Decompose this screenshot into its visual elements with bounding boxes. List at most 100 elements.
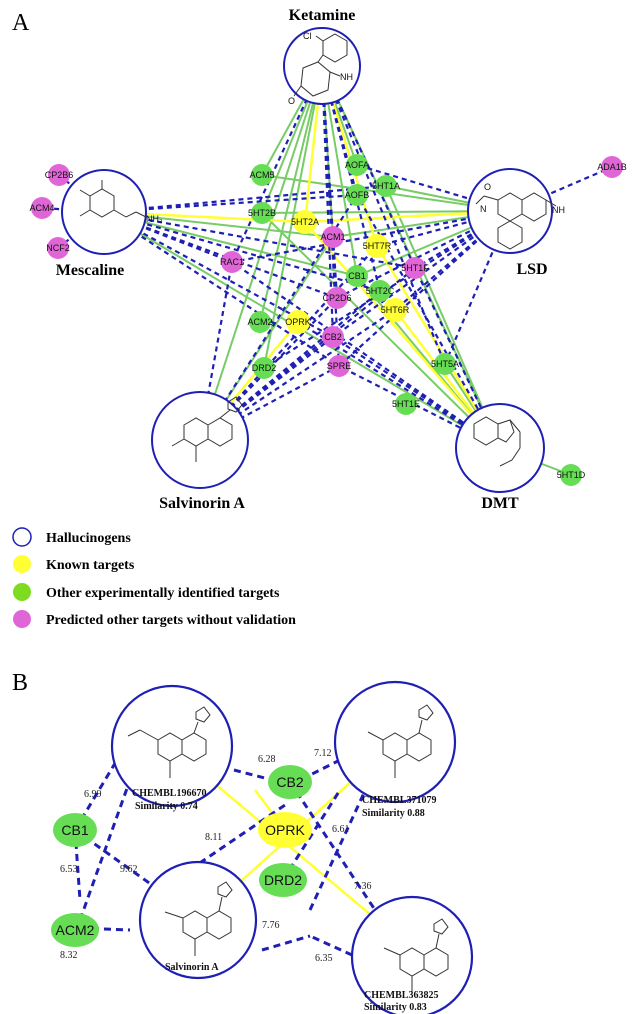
- 5ht1f-label: 5HT1F: [401, 263, 429, 273]
- cb2-label: CB2: [324, 332, 342, 342]
- 5ht1a-label: 5HT1A: [372, 181, 400, 191]
- target-labels-a: ACM5 AOFA 5HT1A AOFB 5HT2B 5HT2A ACM1 5H…: [29, 160, 626, 480]
- oprk-b-node: [258, 812, 312, 848]
- 5ht6r-label: 5HT6R: [381, 305, 410, 315]
- aofb-node: [346, 184, 368, 206]
- edge-value-8-32: 8.32: [60, 950, 78, 961]
- salvinorin-a-node: [151, 391, 249, 489]
- drd2-b-node: [259, 863, 307, 897]
- edge-value-6-35: 6.35: [315, 953, 333, 964]
- mescaline-node: [61, 169, 147, 255]
- salvinorin-a-b-name: Salvinorin A: [165, 962, 219, 973]
- acm5-label: ACM5: [249, 170, 274, 180]
- cb1-b-label: CB1: [61, 822, 88, 838]
- salvinorin-a-b-node: [138, 860, 258, 980]
- legend-predicted-text: Predicted other targets without validati…: [46, 613, 296, 628]
- oprk-label: OPRK: [285, 317, 311, 327]
- aofb-label: AOFB: [345, 190, 370, 200]
- compound-labels-b: CHEMBL196670 Similarity 0.74 CHEMBL37107…: [132, 788, 438, 1013]
- legend-known-text: Known targets: [46, 558, 135, 573]
- legend: Hallucinogens Known targets Other experi…: [12, 527, 296, 628]
- ketamine-o-text: O: [288, 96, 295, 106]
- 5ht2b-label: 5HT2B: [248, 208, 276, 218]
- lsd-nh-text: NH: [552, 205, 565, 215]
- chembl371079-node: [333, 680, 457, 804]
- edge-value-6-53: 6.53: [60, 864, 78, 875]
- acm2-label: ACM2: [247, 317, 272, 327]
- lsd-o-text: O: [484, 182, 491, 192]
- legend-hallucinogens-text: Hallucinogens: [46, 531, 131, 546]
- oprk-b-label: OPRK: [265, 822, 305, 838]
- panel-b-label: B: [12, 670, 28, 696]
- drd2-b-label: DRD2: [264, 872, 302, 888]
- spre-node: [328, 355, 350, 377]
- 5ht1a-node: [375, 175, 397, 197]
- 5ht5a-node: [434, 353, 456, 375]
- 5ht7r-label: 5HT7R: [363, 241, 392, 251]
- edge-value-7-12: 7.12: [314, 748, 332, 759]
- mescaline-structure: [79, 180, 147, 218]
- dmt-node: [455, 403, 545, 493]
- legend-hallucinogens-swatch: [12, 527, 32, 547]
- 5ht1f-node: [404, 257, 426, 279]
- dmt-structure: [473, 416, 521, 467]
- ketamine-node: [283, 27, 361, 105]
- 5ht2c-label: 5HT2C: [366, 286, 395, 296]
- mescaline-label: Mescaline: [56, 262, 124, 279]
- acm2-b-label: ACM2: [56, 922, 95, 938]
- 5ht1e-label: 5HT1E: [392, 399, 420, 409]
- edge-value-8-11: 8.11: [205, 832, 222, 843]
- legend-known-swatch: [13, 555, 31, 573]
- ada1b-node: [601, 156, 623, 178]
- acm5-node: [251, 164, 273, 186]
- target-nodes-b: [51, 765, 312, 947]
- salvinorin-a-structure: [171, 396, 243, 462]
- cb1-label: CB1: [348, 271, 366, 281]
- drd2-node: [253, 357, 275, 379]
- 5ht6r-node: [383, 298, 407, 322]
- acm2-b-node: [51, 913, 99, 947]
- panel-a-label: A: [12, 10, 30, 36]
- mescaline-nh2-text: NH₂: [146, 214, 163, 224]
- ketamine-label: Ketamine: [289, 7, 356, 24]
- acm2-node: [249, 311, 271, 333]
- 5ht1d-label: 5HT1D: [557, 470, 586, 480]
- acm1-node: [322, 226, 344, 248]
- 5ht1e-node: [395, 393, 417, 415]
- chembl196670-node: [110, 684, 234, 808]
- 5ht5a-label: 5HT5A: [431, 359, 459, 369]
- target-labels-b: CB1 CB2 OPRK ACM2 DRD2: [56, 774, 306, 938]
- compound-structures-b: [127, 704, 449, 992]
- chembl196670-similarity: Similarity 0.74: [135, 801, 198, 812]
- aofa-node: [346, 154, 368, 176]
- edge-values-b: 6.99 6.28 7.12 6.53 9.62 8.11 6.61 7.36 …: [60, 748, 372, 964]
- legend-experimental-text: Other experimentally identified targets: [46, 586, 280, 601]
- dmt-label: DMT: [481, 495, 519, 512]
- ketamine-nh-text: NH: [340, 72, 353, 82]
- cb2-b-node: [268, 765, 312, 799]
- legend-predicted-swatch: [13, 610, 31, 628]
- ncf2-label: NCF2: [46, 243, 70, 253]
- 5ht2a-label: 5HT2A: [291, 217, 319, 227]
- chembl371079-similarity: Similarity 0.88: [362, 808, 425, 819]
- cb1-b-node: [53, 813, 97, 847]
- cp2b6-label: CP2B6: [45, 170, 74, 180]
- salvinorin-a-label: Salvinorin A: [159, 495, 245, 512]
- chembl363825-name: CHEMBL363825: [364, 990, 438, 1001]
- drd2-label: DRD2: [252, 363, 277, 373]
- spre-label: SPRE: [327, 361, 352, 371]
- edge-value-6-99: 6.99: [84, 789, 102, 800]
- ada1b-label: ADA1B: [597, 162, 627, 172]
- aofa-label: AOFA: [345, 160, 369, 170]
- edge-value-6-28: 6.28: [258, 754, 276, 765]
- lsd-n-text: N: [480, 204, 487, 214]
- 5ht2a-node: [293, 210, 317, 234]
- ketamine-structure: [293, 33, 348, 97]
- chembl363825-similarity: Similarity 0.83: [364, 1002, 427, 1013]
- cb1-node: [346, 265, 368, 287]
- lsd-node: [467, 168, 553, 254]
- chembl196670-name: CHEMBL196670: [132, 788, 206, 799]
- legend-experimental-swatch: [13, 583, 31, 601]
- edge-value-9-62: 9.62: [120, 864, 138, 875]
